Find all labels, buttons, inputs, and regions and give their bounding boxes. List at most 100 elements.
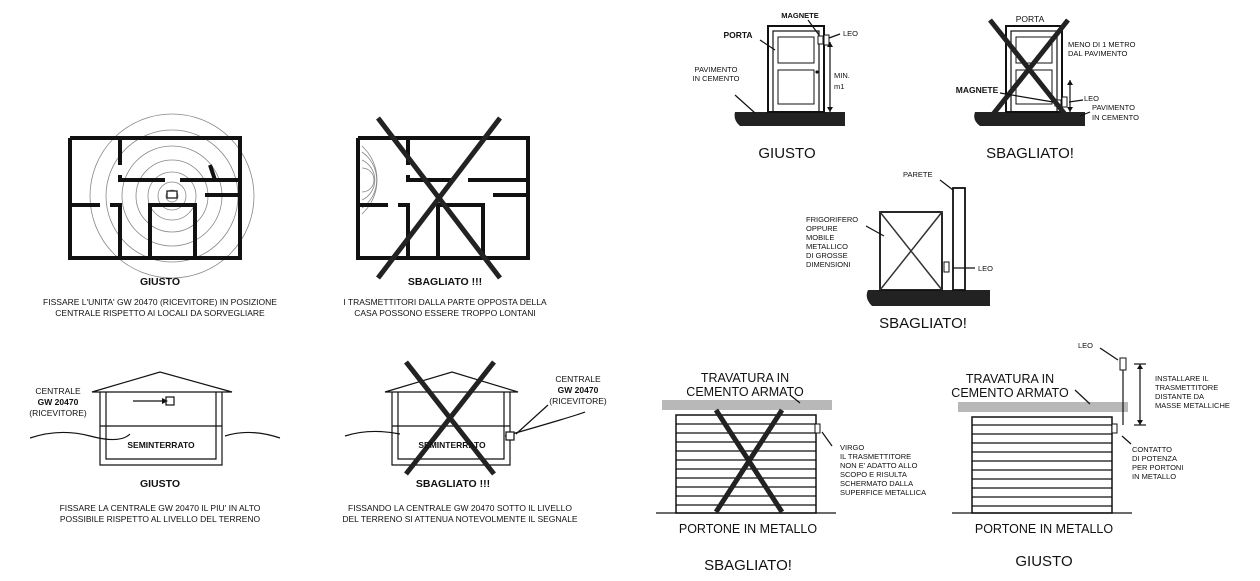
virgo-transmitter (814, 423, 821, 434)
virgo-line: SUPERFICE METALLICA (840, 488, 926, 497)
frigo-line: DIMENSIONI (806, 260, 851, 269)
portone-label: PORTONE IN METALLO (679, 522, 818, 536)
beam-label: TRAVATURA IN (966, 372, 1054, 386)
power-contact (1111, 423, 1118, 434)
door-good: MAGNETE LEO PORTA PAVIMENTO IN CEMENTO M… (693, 11, 859, 162)
centrale-label: CENTRALE (555, 374, 601, 384)
beam-label: CEMENTO ARMATO (951, 386, 1069, 400)
led-transmitter (1061, 96, 1068, 108)
led-label: LEO (978, 264, 993, 273)
concrete-beam (958, 402, 1128, 412)
led-label: LEO (1078, 341, 1093, 350)
min-label: m1 (834, 82, 844, 91)
magnet (817, 35, 824, 45)
signal-rings (361, 145, 378, 215)
frigo-line: MOBILE (806, 233, 834, 242)
basement-label: SEMINTERRATO (127, 440, 195, 450)
meno-label: DAL PAVIMENTO (1068, 49, 1127, 58)
led-transmitter (823, 34, 830, 46)
porta-label: PORTA (1016, 14, 1045, 24)
model-label: GW 20470 (38, 397, 79, 407)
install-line: MASSE METALLICHE (1155, 401, 1230, 410)
virgo-line: SCHERMATO DALLA (840, 479, 913, 488)
porta-label: PORTA (723, 30, 752, 40)
floor-plan-bad: SBAGLIATO !!! I TRASMETTITORI DALLA PART… (343, 116, 547, 318)
door-frame (767, 25, 825, 113)
install-line: TRASMETTITORE (1155, 383, 1218, 392)
metal-gate (971, 416, 1113, 514)
centrale-label: CENTRALE (35, 386, 81, 396)
install-line: INSTALLARE IL (1155, 374, 1209, 383)
contatto-line: DI POTENZA (1132, 454, 1177, 463)
frigo-line: FRIGORIFERO (806, 215, 858, 224)
receiver-unit (166, 190, 178, 199)
parete-label: PARETE (903, 170, 932, 179)
virgo-line: VIRGO (840, 443, 864, 452)
caption-line: FISSARE LA CENTRALE GW 20470 IL PIU' IN … (60, 503, 261, 513)
gate-bad: TRAVATURA IN CEMENTO ARMATO VIRGO IL TRA… (656, 371, 926, 574)
concrete-floor (734, 112, 845, 126)
pavimento-label: PAVIMENTO (695, 65, 738, 74)
virgo-line: SCOPO E RISULTA (840, 470, 907, 479)
caption-line: DEL TERRENO SI ATTENUA NOTEVOLMENTE IL S… (342, 514, 578, 524)
concrete-floor (866, 290, 990, 306)
verdict-label: GIUSTO (140, 478, 180, 490)
cross-mark (376, 116, 502, 280)
model-label: GW 20470 (558, 385, 599, 395)
caption-line: CENTRALE RISPETTO AI LOCALI DA SORVEGLIA… (55, 308, 265, 318)
fridge (879, 211, 943, 291)
beam-label: TRAVATURA IN (701, 371, 789, 385)
verdict-label: SBAGLIATO! (704, 557, 792, 574)
ricevitore-label: (RICEVITORE) (549, 396, 607, 406)
install-line: DISTANTE DA (1155, 392, 1204, 401)
verdict-label: GIUSTO (1015, 553, 1072, 570)
cross-mark (713, 408, 785, 514)
frigo-line: OPPURE (806, 224, 838, 233)
led-transmitter (943, 261, 950, 273)
pavimento-label: PAVIMENTO (1092, 103, 1135, 112)
virgo-line: NON E' ADATTO ALLO (840, 461, 918, 470)
frigo-line: DI GROSSE (806, 251, 848, 260)
magnete-label: MAGNETE (781, 11, 819, 20)
contatto-line: PER PORTONI (1132, 463, 1183, 472)
concrete-floor (974, 112, 1085, 126)
frigo-line: METALLICO (806, 242, 848, 251)
floor-plan-good: GIUSTO FISSARE L'UNITA' GW 20470 (RICEVI… (43, 113, 277, 318)
basement-label: SEMINTERRATO (418, 440, 486, 450)
verdict-label: SBAGLIATO !!! (408, 276, 482, 288)
ground-line (29, 431, 131, 441)
caption-line: CASA POSSONO ESSERE TROPPO LONTANI (354, 308, 536, 318)
verdict-label: GIUSTO (758, 145, 815, 162)
house-section-good: CENTRALE GW 20470 (RICEVITORE) SEMINTERR… (29, 371, 281, 524)
verdict-label: SBAGLIATO !!! (416, 478, 490, 490)
caption-line: I TRASMETTITORI DALLA PARTE OPPOSTA DELL… (343, 297, 547, 307)
beam-label: CEMENTO ARMATO (686, 385, 804, 399)
gate-good: LEO TRAVATURA IN CEMENTO ARMATO INSTALLA… (951, 341, 1230, 570)
meno-label: MENO DI 1 METRO (1068, 40, 1136, 49)
wall (952, 187, 966, 291)
caption-line: POSSIBILE RISPETTO AL LIVELLO DEL TERREN… (60, 514, 261, 524)
fridge-bad: PARETE FRIGORIFERO OPPURE MOBILE METALLI… (806, 170, 993, 332)
verdict-label: GIUSTO (140, 276, 180, 288)
verdict-label: SBAGLIATO! (879, 315, 967, 332)
pavimento-label: IN CEMENTO (1092, 113, 1139, 122)
verdict-label: SBAGLIATO! (986, 145, 1074, 162)
ground-line (504, 411, 586, 437)
concrete-beam (662, 400, 832, 410)
led-label: LEO (1084, 94, 1099, 103)
magnete-label: MAGNETE (956, 85, 999, 95)
door-bad: PORTA MENO DI 1 METRO DAL PAVIMENTO MAGN… (956, 14, 1139, 162)
portone-label: PORTONE IN METALLO (975, 522, 1114, 536)
ground-line (224, 431, 281, 439)
cross-mark (988, 18, 1070, 120)
caption-line: FISSANDO LA CENTRALE GW 20470 SOTTO IL L… (348, 503, 572, 513)
cross-mark (404, 360, 496, 476)
pavimento-label: IN CEMENTO (693, 74, 740, 83)
ricevitore-label: (RICEVITORE) (29, 408, 87, 418)
virgo-line: IL TRASMETTITORE (840, 452, 911, 461)
caption-line: FISSARE L'UNITA' GW 20470 (RICEVITORE) I… (43, 297, 277, 307)
ground-line (344, 430, 401, 437)
house-section-bad: CENTRALE GW 20470 (RICEVITORE) SEMINTERR… (342, 360, 607, 524)
receiver-unit (505, 431, 515, 441)
